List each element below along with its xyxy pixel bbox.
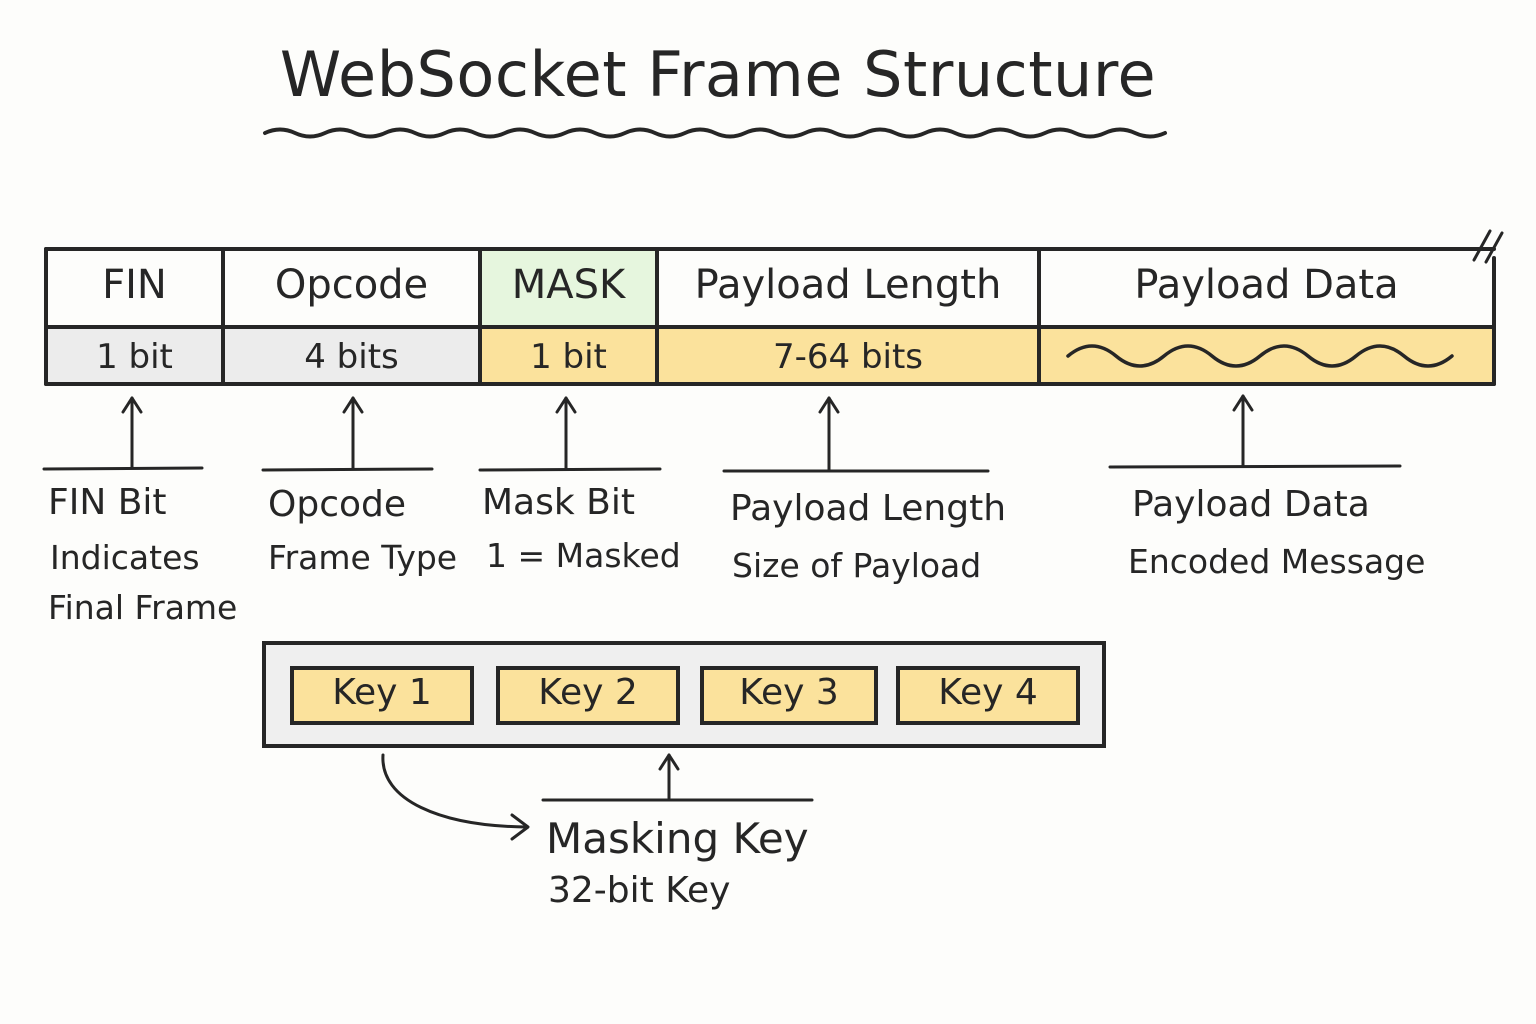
key-1-label: Key 1 [332,672,432,713]
opcode-bits: 4 bits [304,337,399,377]
mask-header: MASK [511,262,626,308]
opcode-annotation-title: Opcode [268,484,407,525]
length-annotation-title: Payload Length [730,488,1007,529]
frame-table-outline [44,247,1496,386]
payload-length-header: Payload Length [694,262,1002,308]
length-annotation-line-1: Size of Payload [732,546,982,585]
mask-bits-cell [480,327,657,384]
fin-header: FIN [102,262,167,308]
data-annotation-title: Payload Data [1132,484,1370,525]
annotation-arrows [42,394,1402,473]
fin-annotation-line-1: Indicates [50,538,200,577]
fin-bits: 1 bit [96,337,173,377]
break-mark [1472,229,1504,264]
key-4-box [896,666,1080,725]
payload-wave [1066,344,1454,368]
opcode-bits-cell [223,327,480,384]
key-3-label: Key 3 [739,672,839,713]
data-annotation-line-1: Encoded Message [1128,542,1426,581]
data-bits-cell [1039,327,1494,384]
opcode-header: Opcode [274,262,429,308]
mask-header-cell [480,249,657,327]
key-2-box [496,666,680,725]
fin-annotation-line-2: Final Frame [48,588,238,627]
masking-key-arrows [381,753,814,841]
key-3-box [700,666,878,725]
masking-key-title: Masking Key [546,814,809,863]
page-title: WebSocket Frame Structure [279,38,1157,111]
key-4-label: Key 4 [938,672,1038,713]
payload-length-bits: 7-64 bits [772,337,924,377]
title-underline [263,127,1167,139]
masking-key-subtitle: 32-bit Key [548,870,731,911]
key-2-label: Key 2 [538,672,638,713]
payload-data-header: Payload Data [1134,262,1399,308]
key-1-box [290,666,474,725]
mask-annotation-title: Mask Bit [482,482,635,523]
fin-bits-cell [46,327,223,384]
mask-bits: 1 bit [530,337,607,377]
mask-annotation-line-1: 1 = Masked [486,536,681,575]
fin-annotation-title: FIN Bit [48,482,167,523]
length-bits-cell [657,327,1039,384]
opcode-annotation-line-1: Frame Type [268,538,458,577]
